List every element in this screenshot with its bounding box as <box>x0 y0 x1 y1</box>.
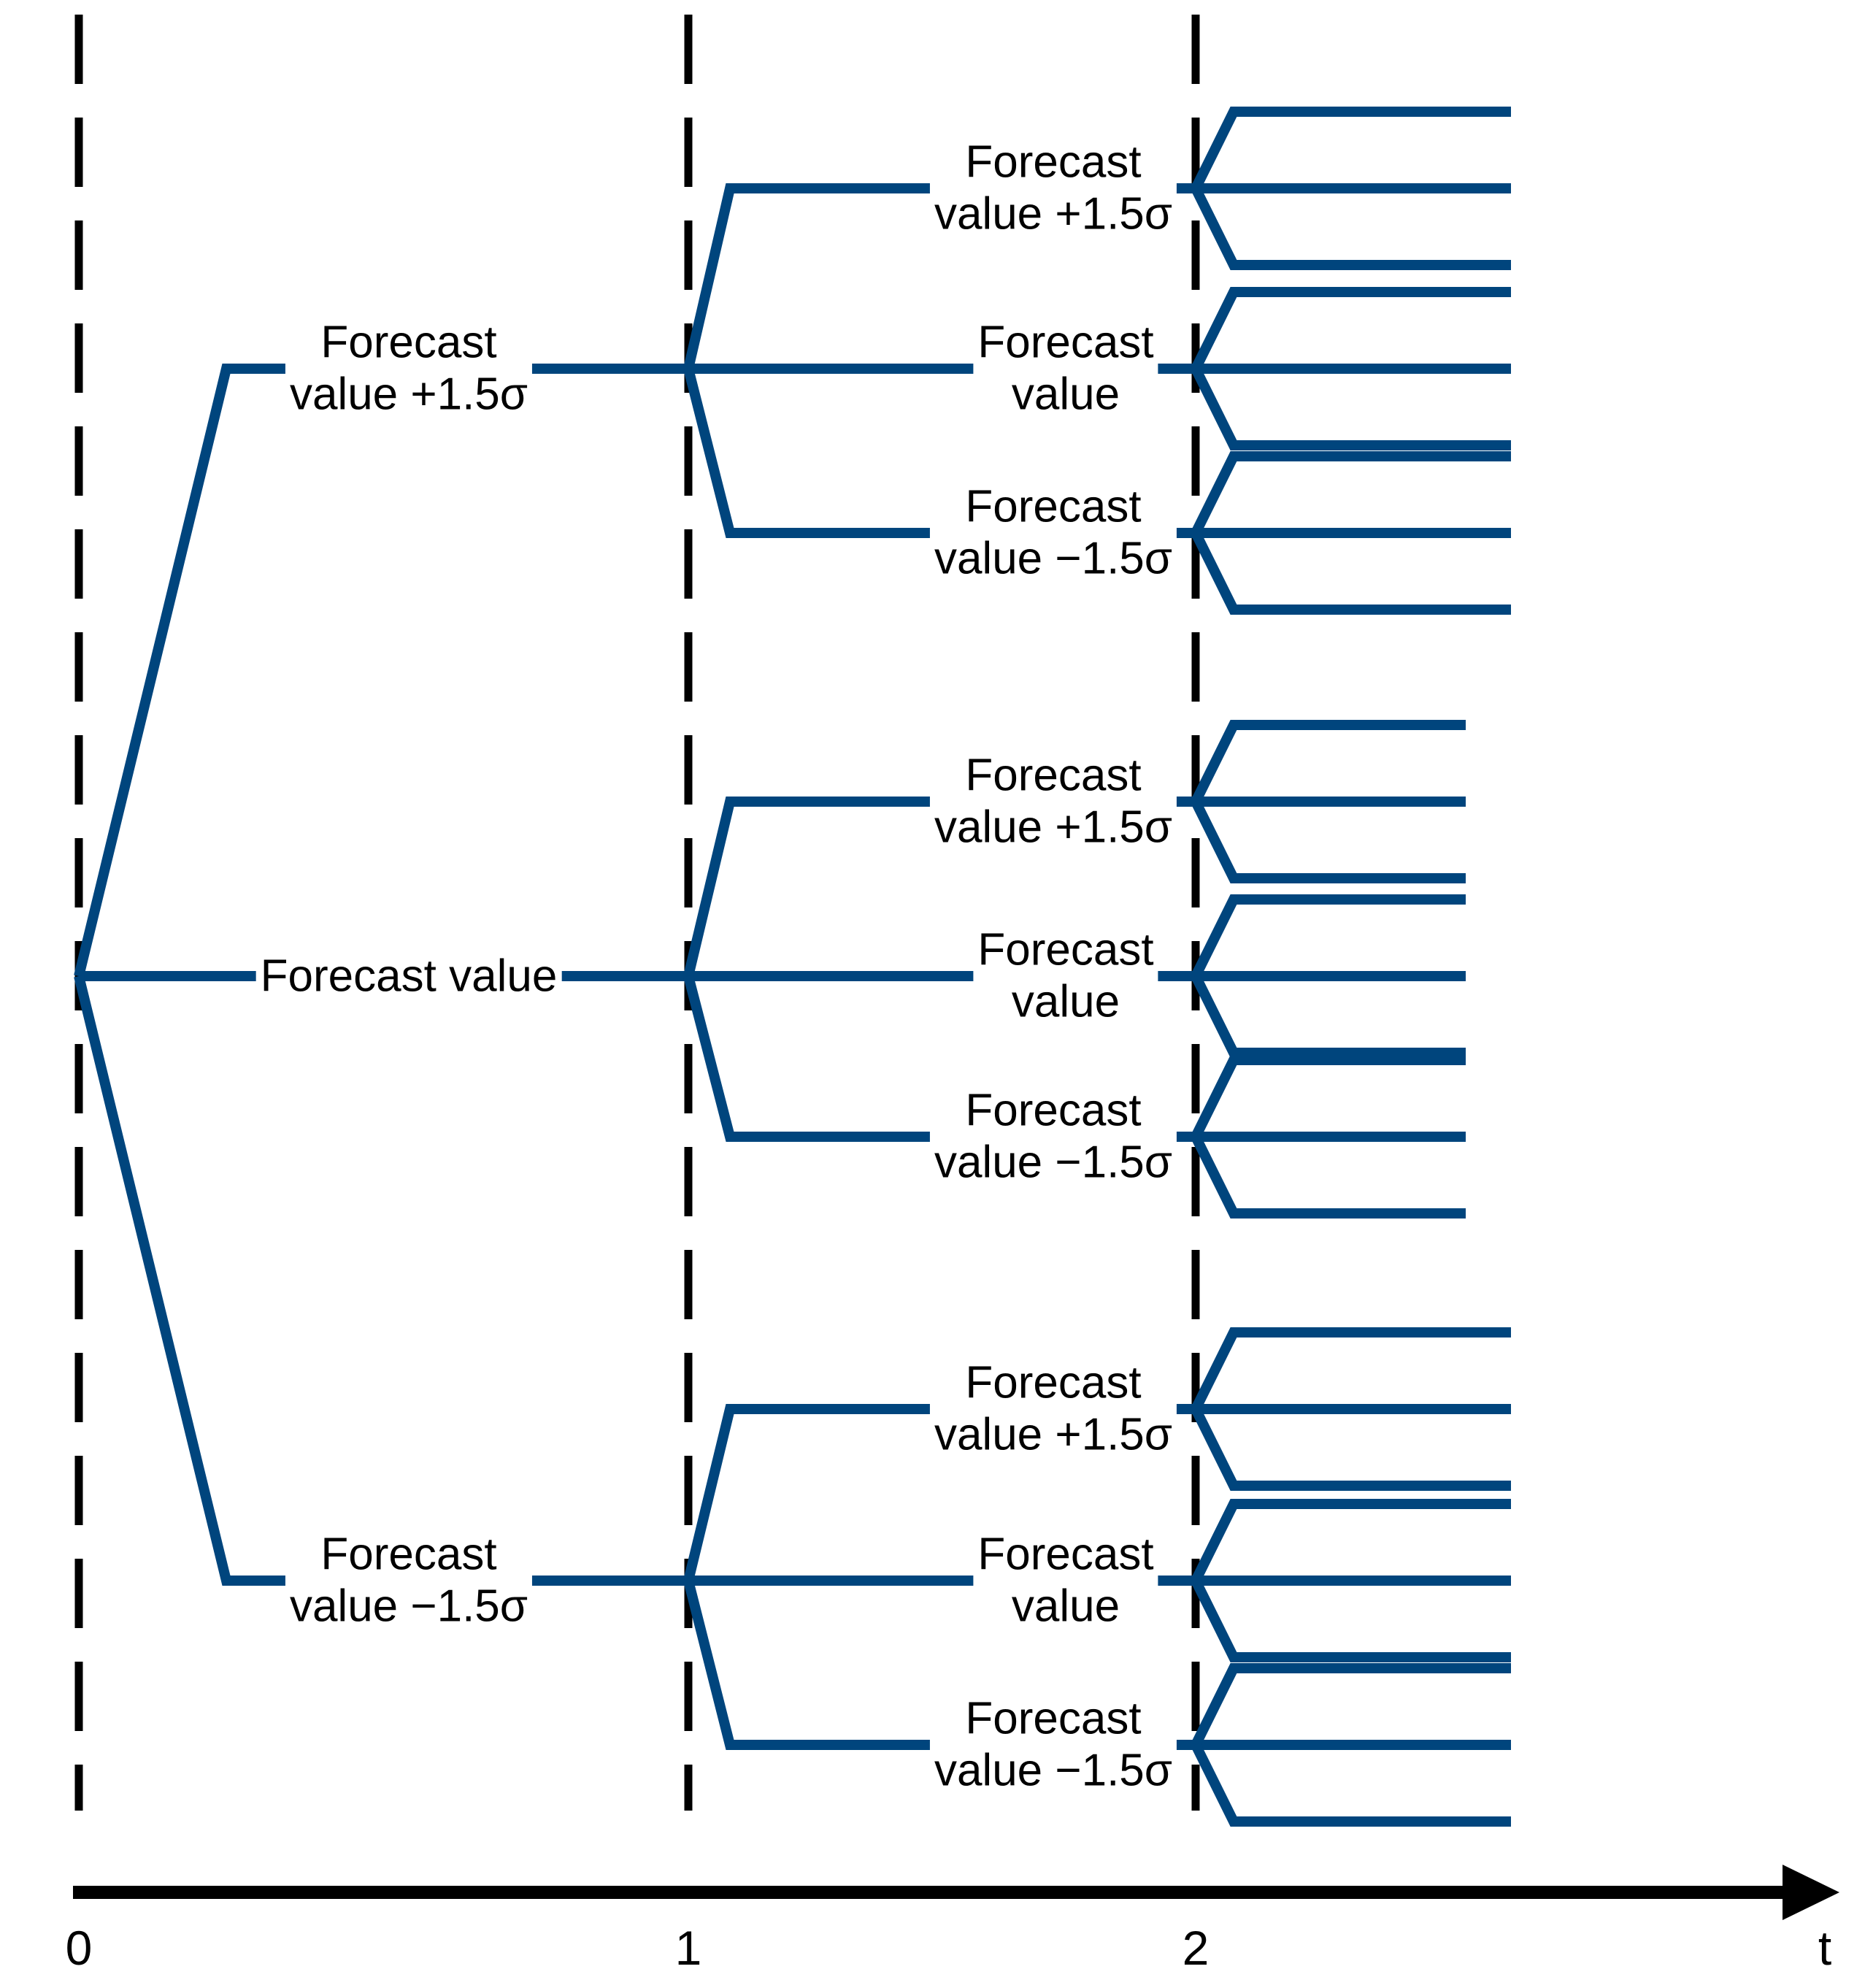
terminal-branch-4-2 <box>1191 973 1466 1058</box>
terminal-branch-8-2 <box>1191 1742 1511 1827</box>
branch-t1-2-to-t2-2 <box>683 1579 1196 1750</box>
axis-tick-label-2: 2 <box>1182 1921 1210 1975</box>
axis-name-label: t <box>1818 1921 1832 1975</box>
terminal-branch-6-2 <box>1191 1406 1511 1491</box>
tree-branches <box>74 107 1511 1827</box>
branch-t1-0-to-t2-0 <box>683 183 1196 370</box>
terminal-branch-1-2 <box>1191 366 1511 450</box>
terminal-branch-0-0 <box>1191 107 1511 191</box>
terminal-branch-3-2 <box>1191 799 1466 883</box>
terminal-branch-3-0 <box>1191 720 1466 805</box>
terminal-branch-7-0 <box>1191 1499 1511 1584</box>
terminal-branch-0-2 <box>1191 185 1511 270</box>
branch-root-to-t1-0 <box>74 364 688 978</box>
terminal-branch-7-2 <box>1191 1578 1511 1662</box>
branch-t1-2-to-t2-0 <box>683 1404 1196 1582</box>
terminal-branch-8-0 <box>1191 1663 1511 1748</box>
terminal-branch-6-0 <box>1191 1327 1511 1412</box>
branch-t1-1-to-t2-0 <box>683 797 1196 978</box>
terminal-branch-1-0 <box>1191 287 1511 372</box>
terminal-branch-4-0 <box>1191 894 1466 979</box>
terminal-branch-5-2 <box>1191 1134 1466 1218</box>
time-gridlines <box>74 15 1200 1811</box>
branch-root-to-t1-2 <box>74 975 688 1586</box>
branch-t1-1-to-t2-2 <box>683 975 1196 1142</box>
terminal-branch-2-2 <box>1191 530 1511 615</box>
time-axis <box>73 1865 1839 1920</box>
terminal-branch-5-0 <box>1191 1055 1466 1140</box>
branch-t1-0-to-t2-2 <box>683 367 1196 538</box>
terminal-branch-2-0 <box>1191 451 1511 536</box>
axis-tick-label-1: 1 <box>674 1921 702 1975</box>
axis-arrowhead <box>1783 1865 1839 1920</box>
axis-tick-label-0: 0 <box>65 1921 93 1975</box>
